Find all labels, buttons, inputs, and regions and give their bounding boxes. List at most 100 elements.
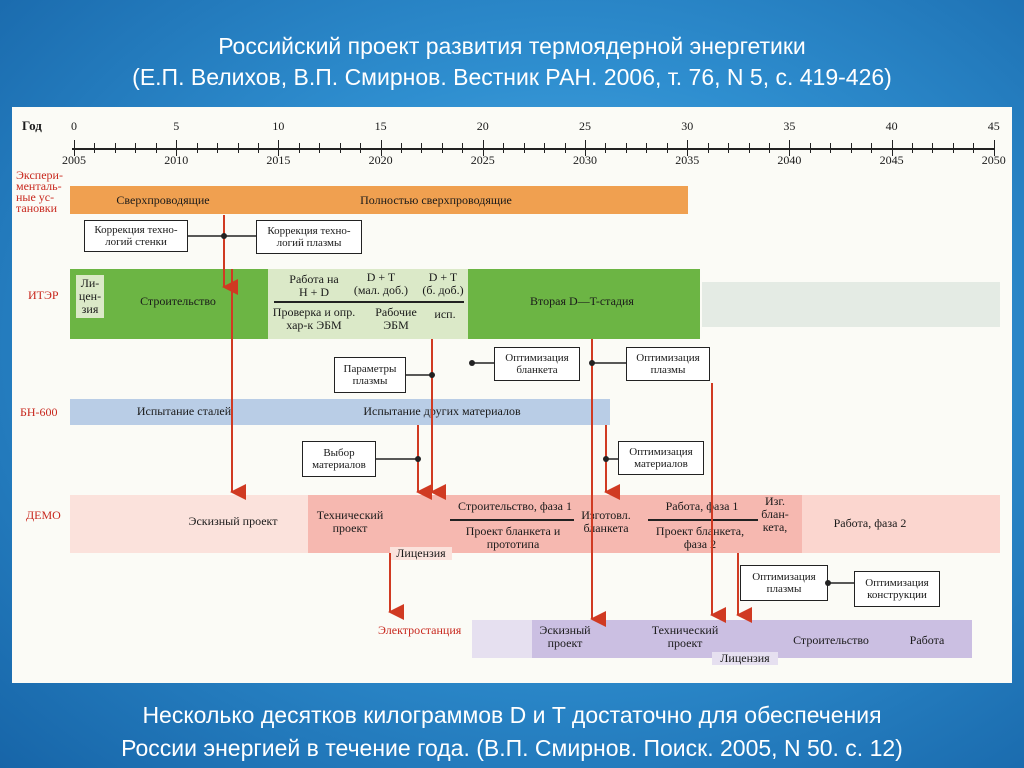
- axis-tick: [74, 140, 75, 156]
- axis-minor-tick: [973, 143, 975, 153]
- axis-minor-tick: [503, 143, 505, 153]
- plant-construction: Строительство: [793, 633, 869, 647]
- axis-minor-tick: [850, 143, 852, 153]
- axis-minor-tick: [257, 143, 259, 153]
- demo-work-phase2: Работа, фаза 2: [833, 516, 907, 530]
- axis-minor-tick: [196, 143, 198, 153]
- band-demo-light: [70, 495, 308, 553]
- connectors: [188, 215, 854, 627]
- axis-tick: [891, 140, 893, 156]
- axis-minor-tick: [298, 143, 300, 153]
- axis-year-label: 2045: [879, 153, 904, 167]
- axis-label: Год: [22, 118, 42, 133]
- axis-minor-tick: [237, 143, 239, 153]
- band-demo-right: [802, 495, 1000, 553]
- axis-tick: [176, 140, 178, 156]
- axis-offset-label: 45: [987, 119, 1000, 133]
- demo-license: Лицензия: [390, 547, 452, 560]
- axis-tick: [789, 140, 791, 156]
- axis-minor-tick: [421, 143, 423, 153]
- axis-year-label: 2010: [164, 153, 189, 167]
- axis-minor-tick: [871, 143, 873, 153]
- box-plasma-correction: Коррекция техно- логий плазмы: [256, 220, 362, 254]
- band-iter-light: [268, 269, 468, 339]
- axis-minor-tick: [217, 143, 219, 153]
- demo-tech-project: Технический проект: [316, 508, 384, 535]
- box-material-opt: Оптимизация материалов: [618, 441, 704, 475]
- demo-construction-phase1: Строительство, фаза 1: [457, 499, 572, 513]
- iter-ebm-check: Проверка и опр. хар-к ЭБМ: [272, 305, 356, 332]
- axis-minor-tick: [135, 143, 137, 153]
- iter-ebm-work: Рабочие ЭБМ: [375, 305, 417, 332]
- axis-year-label: 2015: [266, 153, 291, 167]
- axis-tick: [380, 140, 382, 156]
- row-label-bn600: БН-600: [20, 405, 58, 419]
- box-construction-opt: Оптимизация конструкции: [854, 571, 940, 607]
- axis-minor-tick: [523, 143, 525, 153]
- axis-minor-tick: [401, 143, 403, 153]
- row-label-iter: ИТЭР: [28, 288, 59, 302]
- axis-minor-tick: [319, 143, 321, 153]
- slide-caption-line1: Несколько десятков килограммов D и T дос…: [142, 702, 882, 728]
- axis-offset-label: 35: [783, 119, 796, 133]
- axis-year-label: 2040: [777, 153, 802, 167]
- demo-blanket-make: Изготовл. бланкета: [581, 508, 631, 535]
- axis-minor-tick: [360, 143, 362, 153]
- plant-draft: Эскизный проект: [539, 623, 591, 650]
- plant-work: Работа: [909, 633, 945, 647]
- axis-minor-tick: [564, 143, 566, 153]
- demo-work-phase1: Работа, фаза 1: [665, 499, 739, 513]
- iter-work-hd: Работа на H + D: [289, 272, 339, 299]
- axis-minor-tick: [666, 143, 668, 153]
- demo-blanket-make2: Изг. блан- кета,: [761, 494, 789, 534]
- axis-offset-label: 10: [272, 119, 285, 133]
- exp-superconducting: Сверхпроводящие: [116, 193, 210, 207]
- band-plant-faint: [472, 620, 532, 658]
- iter-test: исп.: [434, 307, 456, 321]
- axis-minor-tick: [768, 143, 770, 153]
- demo-draft: Эскизный проект: [188, 514, 278, 528]
- axis-offset-label: 30: [681, 119, 694, 133]
- axis-year-label: 2030: [573, 153, 597, 167]
- demo-blanket-prototype: Проект бланкета и прототипа: [465, 524, 561, 551]
- axis-year-label: 2050: [981, 153, 1006, 167]
- iter-dt-small: D + T (мал. доб.): [353, 270, 409, 297]
- axis-minor-tick: [830, 143, 832, 153]
- axis-minor-tick: [748, 143, 750, 153]
- iter-second-stage: Вторая D—T-стадия: [530, 294, 634, 308]
- axis-year-label: 2025: [470, 153, 495, 167]
- axis-offset-label: 15: [374, 119, 387, 133]
- axis-tick: [278, 140, 280, 156]
- demo-divider2: [648, 519, 758, 521]
- axis-minor-tick: [462, 143, 464, 153]
- axis-offset-label: 5: [173, 119, 180, 133]
- axis-offset-label: 25: [579, 119, 591, 133]
- axis-minor-tick: [952, 143, 954, 153]
- axis-minor-tick: [625, 143, 627, 153]
- axis-minor-tick: [94, 143, 96, 153]
- row-label-experimental: Экспери- менталь- ные ус- тановки: [16, 168, 63, 215]
- axis-tick: [687, 140, 689, 156]
- band-experimental: [70, 186, 688, 214]
- slide-title-line2: (Е.П. Велихов, В.П. Смирнов. Вестник РАН…: [132, 64, 892, 90]
- box-plasma-opt: Оптимизация плазмы: [626, 347, 710, 381]
- exp-fully-superconducting: Полностью сверхпроводящие: [360, 193, 512, 207]
- bn-other-materials: Испытание других материалов: [363, 404, 521, 418]
- axis-minor-tick: [114, 143, 116, 153]
- row-label-demo: ДЕМО: [26, 508, 61, 522]
- axis-minor-tick: [441, 143, 443, 153]
- demo-project-phase2: Проект бланкета, фаза 2: [655, 524, 745, 551]
- band-bn600: [70, 399, 610, 425]
- band-plant: [472, 620, 972, 658]
- timeline-axis: [72, 148, 994, 150]
- box-blanket-opt: Оптимизация бланкета: [494, 347, 580, 381]
- axis-offset-label: 20: [476, 119, 489, 133]
- axis-offset-label: 40: [885, 119, 898, 133]
- axis-minor-tick: [707, 143, 709, 153]
- axis-minor-tick: [646, 143, 648, 153]
- axis-minor-tick: [809, 143, 811, 153]
- axis-minor-tick: [605, 143, 607, 153]
- slide-caption-line2: России энергией в течение года. (В.П. См…: [121, 735, 903, 761]
- iter-license: Ли- цен- зия: [76, 275, 104, 318]
